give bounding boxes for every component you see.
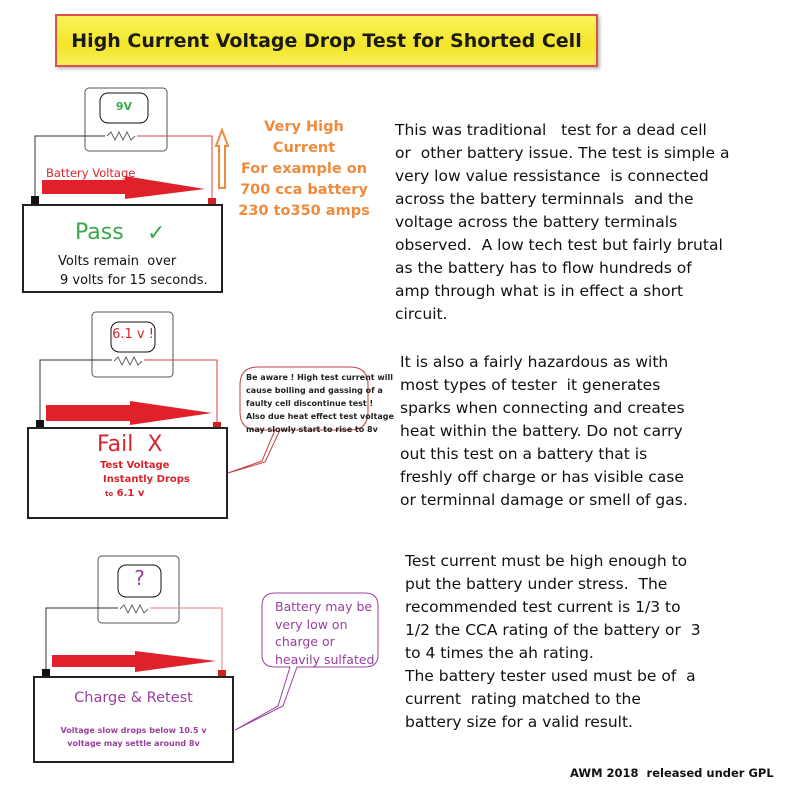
callout-line: Battery may be [275,599,373,614]
text-line: put the battery under stress. The [405,575,668,593]
meter-reading: 9V [115,100,133,113]
negative-wire [45,607,118,677]
paragraph-current: Test current must be high enough to put … [405,550,701,734]
text-line: battery size for a valid result. [405,713,633,731]
text-line: to 4 times the ah rating. [405,644,594,662]
check-icon: ✓ [147,221,166,246]
up-arrow-icon [214,127,230,189]
positive-wire [150,607,223,672]
callout-line: very low on [275,616,348,632]
positive-wire [137,135,213,205]
note-line: 230 to350 amps [238,203,370,219]
text-line: very low value ressistance is connected [395,167,709,185]
negative-wire [39,359,112,428]
meter-reading: 6.1 v ! [112,327,154,342]
positive-terminal [213,422,221,430]
note-line: Very High Current [264,119,344,156]
paragraph-intro: This was traditional test for a dead cel… [395,119,729,326]
callout-line: heavily sulfated [275,651,375,667]
callout-line: cause boiling and gassing of a [246,386,383,395]
detail-line: Volts remain over [58,254,177,269]
battery-box [27,427,228,519]
note-line: 700 cca battery [240,182,368,198]
text-line: amp through what is in effect a short [395,282,684,300]
retest-circuit [33,555,379,763]
note-line: For example on [240,161,368,177]
text-line: circuit. [395,305,448,323]
arrow-label: Battery Voltage [46,166,136,180]
detail-line: 9 volts for 15 seconds. [60,273,208,288]
retest-result: Charge & Retest [74,690,193,706]
callout-line: Be aware ! High test current will [246,373,394,382]
positive-wire [144,359,218,425]
text-line: sparks when connecting and creates [400,399,685,417]
negative-terminal [36,420,44,430]
battery-box [33,676,234,763]
text-line: This was traditional test for a dead cel… [395,121,707,139]
footer-credit: AWM 2018 released under GPL [570,766,774,780]
text-line: current rating matched to the [405,690,641,708]
text-line: voltage across the battery terminals [395,213,678,231]
meter-reading: ? [134,566,145,590]
note-callout-text: Battery may be very low on charge or hea… [275,598,374,668]
fail-result: Fail X [97,432,163,457]
battery-box [22,204,223,293]
negative-terminal [42,669,50,679]
detail-line: Test Voltage [100,460,170,471]
detail-line: voltage may settle around 8v [67,739,200,748]
text-line: or terminnal damage or smell of gas. [400,491,688,509]
negative-terminal [31,196,39,206]
text-line: Test current must be high enough to [405,552,688,570]
drop-value: 6.1 v [116,488,145,499]
voltage-arrow-icon [42,176,205,199]
fail-detail: Test Voltage Instantly Drops to 6.1 v [100,459,190,501]
text-line: 1/2 the CCA rating of the battery or 3 [405,621,701,639]
callout-line: charge or [275,634,335,649]
warning-callout-bubble [227,366,369,474]
current-note: Very High Current For example on 700 cca… [234,117,374,222]
text-line: or other battery issue. The test is simp… [395,144,730,162]
pass-result: Pass [75,220,124,245]
text-line: out this test on a battery that is [400,445,648,463]
detail-line: Instantly Drops [103,474,190,485]
text-line: The battery tester used must be of a [405,667,696,685]
detail-line: Voltage slow drops below 10.5 v [60,726,207,735]
retest-detail: Voltage slow drops below 10.5 v voltage … [34,724,233,750]
text-line: It is also a fairly hazardous as with [400,353,669,371]
page-title: High Current Voltage Drop Test for Short… [71,29,582,52]
callout-line: faulty cell discontinue test ! [246,399,374,408]
pass-detail: Volts remain over 9 volts for 15 seconds… [58,252,208,290]
text-line: most types of tester it generates [400,376,661,394]
meter-display [110,321,156,353]
drop-prefix: to [105,490,114,498]
negative-wire [34,135,105,205]
meter-display [99,92,149,124]
text-line: heat within the battery. Do not carry [400,422,683,440]
paragraph-hazard: It is also a fairly hazardous as with mo… [400,351,688,512]
fail-circuit [27,311,369,519]
meter-display [117,564,162,598]
text-line: observed. A low tech test but fairly bru… [395,236,723,254]
text-line: recommended test current is 1/3 to [405,598,681,616]
pass-circuit [22,87,230,293]
note-callout-bubble [234,592,379,731]
positive-terminal [218,670,226,678]
callout-line: Also due heat effect test voltage [246,412,394,421]
text-line: as the battery has to flow hundreds of [395,259,692,277]
text-line: freshly off charge or has visible case [400,468,684,486]
warning-callout-text: Be aware ! High test current will cause … [246,371,394,436]
title-banner: High Current Voltage Drop Test for Short… [55,14,598,67]
text-line: across the battery terminnals and the [395,190,694,208]
positive-terminal [208,198,216,206]
callout-line: may slowly start to rise to 8v [246,425,378,434]
voltage-arrow-icon [52,651,216,672]
voltage-arrow-icon [46,401,212,425]
